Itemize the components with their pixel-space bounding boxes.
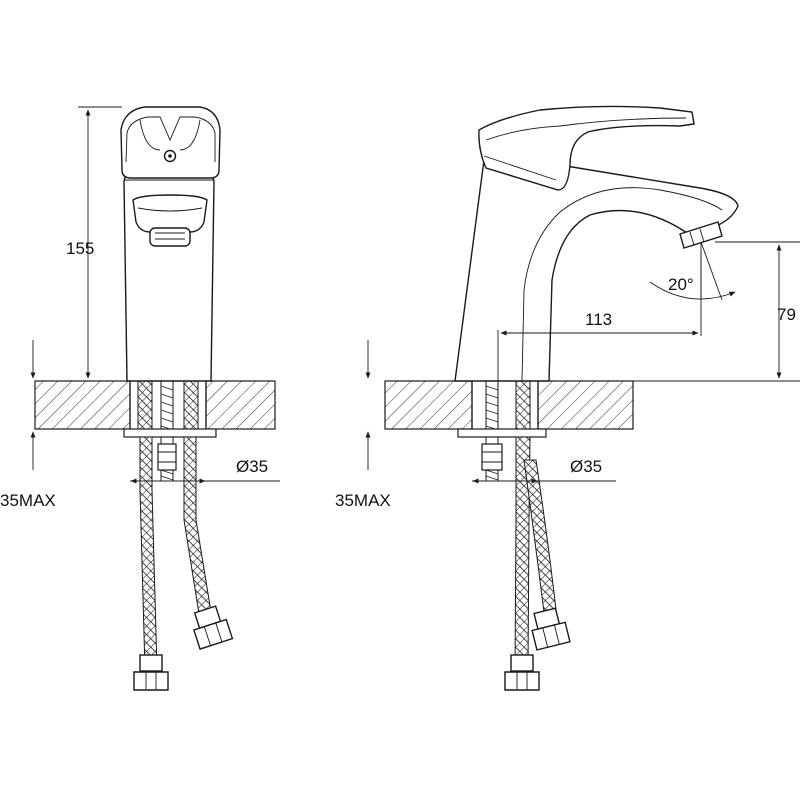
side-faucet-body (454, 159, 739, 382)
side-view: 113 20° 79 35MAX Ø35 (335, 105, 800, 691)
front-hose-right (183, 436, 213, 621)
dim-hole-diameter-front: Ø35 (236, 457, 268, 476)
side-handle-lever (478, 105, 695, 191)
dim-hole-diameter-side: Ø35 (570, 457, 602, 476)
dim-spout-reach-label: 113 (585, 310, 612, 329)
front-handle (120, 106, 221, 179)
dim-max-thickness-front: 35MAX (0, 491, 56, 510)
dim-max-thickness-side: 35MAX (335, 491, 391, 510)
dim-spout-height-label: 79 (777, 305, 796, 324)
front-hose-left (139, 436, 158, 671)
front-view: 155 35MAX Ø35 (0, 106, 280, 691)
dim-spray-angle-label: 20° (668, 275, 694, 294)
dim-height-label: 155 (66, 239, 94, 258)
